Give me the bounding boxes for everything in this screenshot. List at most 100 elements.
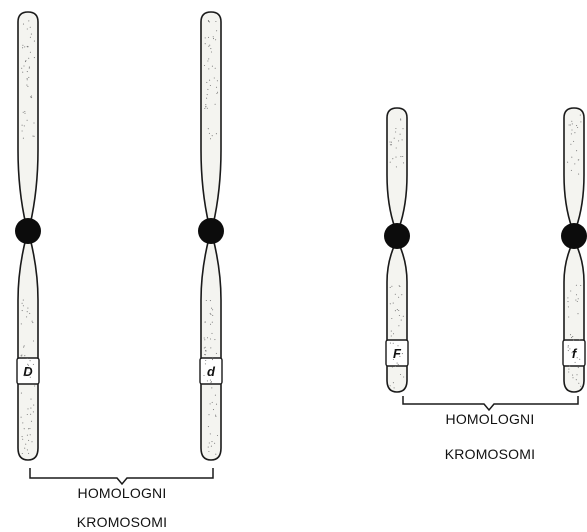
stipple-dot — [568, 369, 569, 370]
stipple-dot — [393, 303, 394, 304]
stipple-dot — [215, 395, 216, 396]
stipple-dot — [396, 166, 397, 167]
stipple-dot — [208, 447, 209, 448]
stipple-dot — [403, 162, 404, 163]
stipple-dot — [23, 65, 24, 66]
stipple-dot — [394, 387, 395, 388]
stipple-dot — [27, 408, 28, 409]
stipple-dot — [576, 150, 577, 151]
stipple-texture — [21, 20, 582, 455]
chromosome-d: d — [198, 12, 224, 460]
stipple-dot — [571, 352, 572, 353]
stipple-dot — [568, 371, 569, 372]
stipple-dot — [27, 364, 28, 365]
stipple-dot — [33, 364, 34, 365]
stipple-dot — [211, 51, 212, 52]
stipple-dot — [390, 162, 391, 163]
stipple-dot — [576, 125, 577, 126]
chromosome-upper-arm — [564, 108, 584, 228]
stipple-dot — [27, 368, 28, 369]
stipple-dot — [207, 337, 208, 338]
stipple-dot — [216, 353, 217, 354]
stipple-dot — [397, 363, 398, 364]
stipple-dot — [216, 87, 217, 88]
stipple-dot — [400, 156, 401, 157]
stipple-dot — [210, 85, 211, 86]
stipple-dot — [395, 131, 396, 132]
stipple-dot — [576, 374, 577, 375]
stipple-dot — [391, 142, 392, 143]
stipple-dot — [204, 339, 205, 340]
stipple-dot — [27, 308, 28, 309]
stipple-dot — [27, 28, 28, 29]
stipple-dot — [33, 122, 34, 123]
stipple-dot — [23, 112, 24, 113]
stipple-dot — [390, 343, 391, 344]
stipple-dot — [30, 360, 31, 361]
chromosome-f: f — [561, 108, 587, 392]
stipple-dot — [398, 297, 399, 298]
stipple-dot — [34, 57, 35, 58]
stipple-dot — [31, 97, 32, 98]
stipple-dot — [396, 147, 397, 148]
stipple-dot — [31, 421, 32, 422]
stipple-dot — [205, 106, 206, 107]
stipple-dot — [33, 411, 34, 412]
stipple-dot — [576, 379, 577, 380]
stipple-dot — [28, 20, 29, 21]
stipple-dot — [23, 347, 24, 348]
gene-label-d: d — [207, 364, 216, 379]
stipple-dot — [568, 345, 569, 346]
stipple-dot — [392, 366, 393, 367]
stipple-dot — [208, 68, 209, 69]
stipple-dot — [578, 298, 579, 299]
stipple-dot — [21, 357, 22, 358]
stipple-dot — [210, 338, 211, 339]
stipple-dot — [30, 96, 31, 97]
stipple-dot — [579, 359, 580, 360]
stipple-dot — [398, 140, 399, 141]
stipple-dot — [21, 323, 22, 324]
stipple-dot — [579, 339, 580, 340]
stipple-dot — [27, 311, 28, 312]
stipple-dot — [214, 77, 215, 78]
stipple-dot — [400, 118, 401, 119]
stipple-dot — [401, 320, 402, 321]
stipple-dot — [30, 52, 31, 53]
stipple-dot — [572, 375, 573, 376]
stipple-dot — [393, 359, 394, 360]
stipple-dot — [391, 286, 392, 287]
stipple-dot — [208, 58, 209, 59]
stipple-dot — [570, 124, 571, 125]
stipple-dot — [212, 357, 213, 358]
stipple-dot — [216, 30, 217, 31]
stipple-dot — [578, 159, 579, 160]
stipple-dot — [24, 111, 25, 112]
stipple-dot — [30, 408, 31, 409]
stipple-dot — [211, 308, 212, 309]
stipple-dot — [212, 66, 213, 67]
stipple-dot — [30, 27, 31, 28]
stipple-dot — [575, 352, 576, 353]
stipple-dot — [30, 414, 31, 415]
stipple-dot — [28, 77, 29, 78]
stipple-dot — [21, 393, 22, 394]
stipple-dot — [398, 364, 399, 365]
stipple-dot — [24, 375, 25, 376]
stipple-dot — [212, 315, 213, 316]
stipple-dot — [207, 380, 208, 381]
stipple-dot — [400, 134, 401, 135]
centromere — [384, 223, 410, 249]
stipple-dot — [217, 92, 218, 93]
stipple-dot — [390, 303, 391, 304]
stipple-dot — [214, 443, 215, 444]
stipple-dot — [216, 93, 217, 94]
stipple-dot — [580, 115, 581, 116]
stipple-dot — [572, 336, 573, 337]
stipple-dot — [213, 409, 214, 410]
pair-caption-line2: KROMOSOMI — [77, 514, 167, 530]
stipple-dot — [399, 315, 400, 316]
chromosome-upper-arm — [387, 108, 407, 228]
stipple-dot — [30, 434, 31, 435]
gene-label-D: D — [23, 364, 33, 379]
